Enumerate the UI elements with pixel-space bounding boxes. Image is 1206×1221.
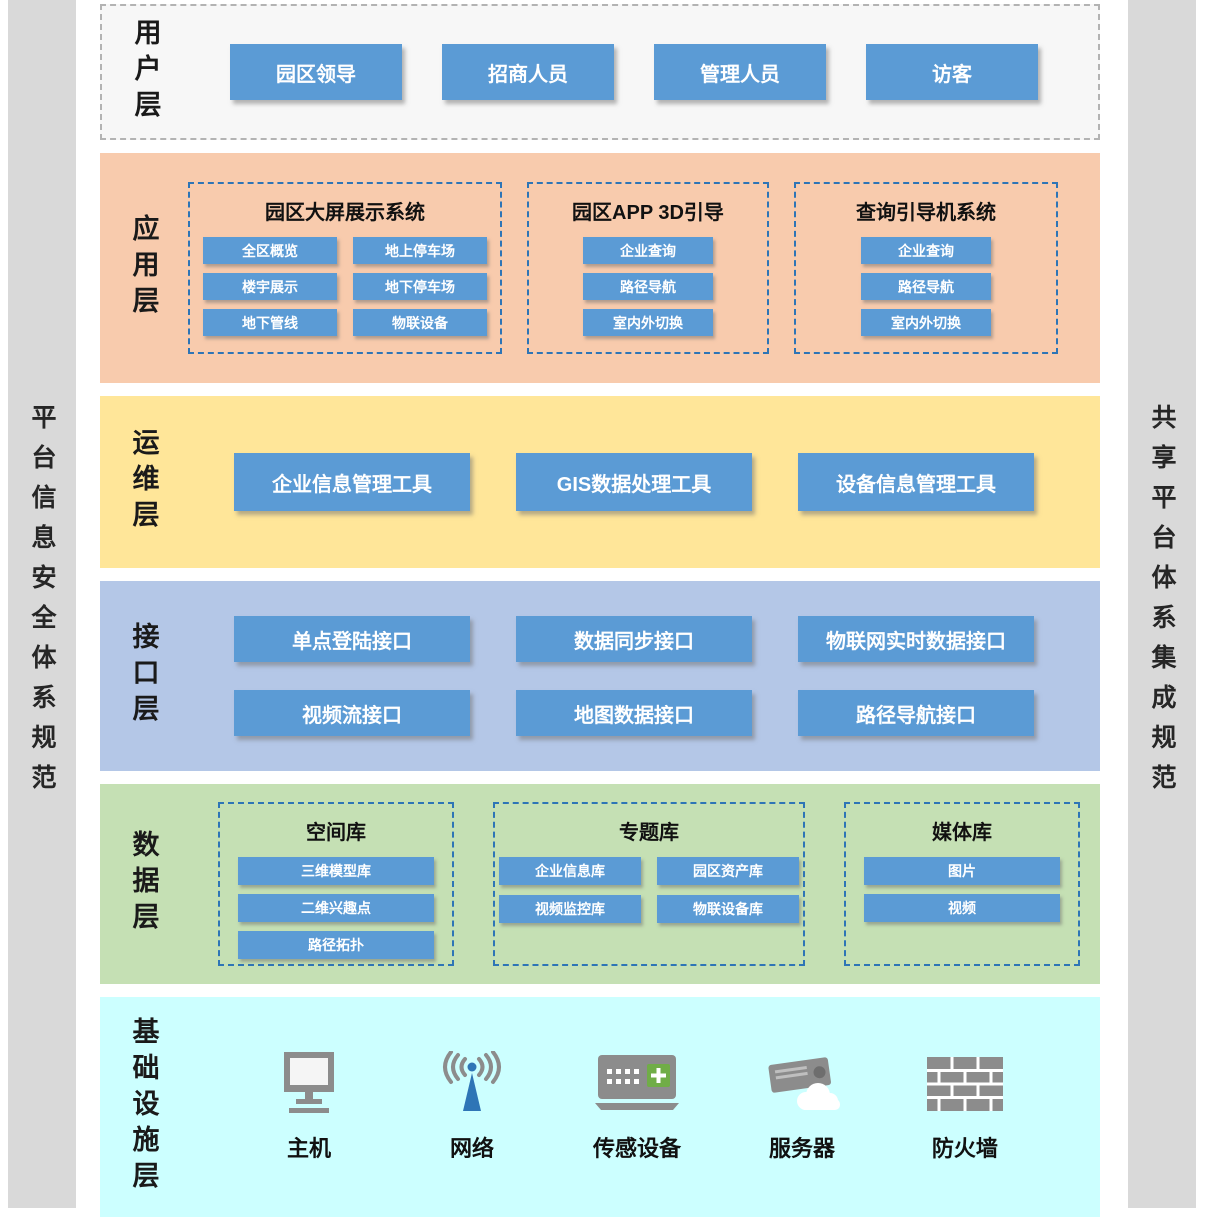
- right-spec-label: 共享平台体系集成规范: [1148, 404, 1176, 804]
- operations-layer-content: 企业信息管理工具 GIS数据处理工具 设备信息管理工具: [188, 396, 1100, 568]
- group-title-big-screen: 园区大屏展示系统: [265, 202, 425, 224]
- infrastructure-layer-label-col: 基础设施层: [100, 997, 188, 1217]
- right-spec-bar: 共享平台体系集成规范: [1128, 0, 1196, 1208]
- infrastructure-layer-content: 主机 网络: [188, 997, 1100, 1217]
- group-title-thematic-db: 专题库: [619, 822, 679, 844]
- application-layer-label: 应用层: [128, 214, 159, 322]
- interface-layer-label-col: 接口层: [100, 581, 188, 771]
- big-screen-feature-grid: 全区概览 地上停车场 楼宇展示 地下停车场 地下管线 物联设备: [200, 237, 490, 336]
- node-route-nav-api: 路径导航接口: [798, 690, 1034, 736]
- node-device-info-tool: 设备信息管理工具: [798, 453, 1034, 511]
- diagram-layer-stack: 用户层 园区领导 招商人员 管理人员 访客 应用层 园区大屏展示系统 全区概览 …: [100, 4, 1100, 1217]
- query-kiosk-feature-list: 企业查询 路径导航 室内外切换: [806, 237, 1046, 336]
- group-title-query-kiosk: 查询引导机系统: [856, 202, 996, 224]
- park-app-feature-list: 企业查询 路径导航 室内外切换: [539, 237, 757, 336]
- node-indoor-outdoor-switch-kiosk: 室内外切换: [861, 309, 991, 336]
- group-query-kiosk-system: 查询引导机系统 企业查询 路径导航 室内外切换: [794, 182, 1058, 354]
- node-enterprise-info-tool: 企业信息管理工具: [234, 453, 470, 511]
- left-spec-bar: 平台信息安全体系规范: [8, 0, 76, 1208]
- infra-host: 主机: [267, 1051, 351, 1163]
- node-area-overview: 全区概览: [203, 237, 337, 264]
- node-enterprise-info-db: 企业信息库: [499, 857, 641, 885]
- operations-layer-label-col: 运维层: [100, 396, 188, 568]
- spatial-db-list: 三维模型库 二维兴趣点 路径拓扑: [230, 857, 442, 959]
- infra-firewall: 防火墙: [923, 1051, 1007, 1163]
- node-sso-api: 单点登陆接口: [234, 616, 470, 662]
- application-layer-label-col: 应用层: [100, 153, 188, 383]
- node-indoor-outdoor-switch-app: 室内外切换: [583, 309, 713, 336]
- group-big-screen-display-system: 园区大屏展示系统 全区概览 地上停车场 楼宇展示 地下停车场 地下管线 物联设备: [188, 182, 502, 354]
- node-route-navigation-app: 路径导航: [583, 273, 713, 300]
- infra-server: 服务器: [760, 1051, 844, 1163]
- group-title-park-app: 园区APP 3D引导: [572, 202, 724, 224]
- node-2d-poi-db: 二维兴趣点: [238, 894, 434, 922]
- infra-sensor-label: 传感设备: [592, 1136, 681, 1161]
- interface-row-2: 视频流接口 地图数据接口 路径导航接口: [188, 690, 1100, 736]
- node-gis-data-tool: GIS数据处理工具: [516, 453, 752, 511]
- interface-layer: 接口层 单点登陆接口 数据同步接口 物联网实时数据接口 视频流接口 地图数据接口…: [100, 581, 1100, 771]
- sensor-icon: [594, 1055, 679, 1110]
- interface-row-1: 单点登陆接口 数据同步接口 物联网实时数据接口: [188, 616, 1100, 662]
- user-layer-label-col: 用户层: [102, 6, 190, 138]
- application-layer-content: 园区大屏展示系统 全区概览 地上停车场 楼宇展示 地下停车场 地下管线 物联设备…: [188, 153, 1100, 383]
- firewall-icon: [926, 1057, 1003, 1111]
- node-iot-device-db: 物联设备库: [657, 895, 799, 923]
- node-enterprise-query-app: 企业查询: [583, 237, 713, 264]
- node-park-asset-db: 园区资产库: [657, 857, 799, 885]
- node-underground-parking: 地下停车场: [353, 273, 487, 300]
- node-image-db: 图片: [864, 857, 1060, 885]
- infrastructure-layer: 基础设施层 主机: [100, 997, 1100, 1217]
- node-route-topology-db: 路径拓扑: [238, 931, 434, 959]
- node-data-sync-api: 数据同步接口: [516, 616, 752, 662]
- media-db-list: 图片 视频: [856, 857, 1068, 922]
- node-route-navigation-kiosk: 路径导航: [861, 273, 991, 300]
- data-layer: 数据层 空间库 三维模型库 二维兴趣点 路径拓扑 专题库 企业信息库 园区资产库: [100, 784, 1100, 984]
- node-visitor: 访客: [866, 44, 1038, 100]
- node-management-staff: 管理人员: [654, 44, 826, 100]
- node-3d-model-db: 三维模型库: [238, 857, 434, 885]
- user-layer-content: 园区领导 招商人员 管理人员 访客: [190, 6, 1098, 138]
- node-map-data-api: 地图数据接口: [516, 690, 752, 736]
- operations-layer: 运维层 企业信息管理工具 GIS数据处理工具 设备信息管理工具: [100, 396, 1100, 568]
- infra-sensor: 传感设备: [593, 1051, 681, 1163]
- infra-network-label: 网络: [449, 1136, 494, 1161]
- infra-firewall-label: 防火墙: [931, 1136, 998, 1161]
- group-title-media-db: 媒体库: [932, 822, 992, 844]
- node-underground-pipeline: 地下管线: [203, 309, 337, 336]
- node-iot-devices: 物联设备: [353, 309, 487, 336]
- node-iot-realtime-api: 物联网实时数据接口: [798, 616, 1034, 662]
- network-icon: [442, 1051, 501, 1111]
- infra-network: 网络: [430, 1051, 514, 1163]
- data-layer-label-col: 数据层: [100, 784, 188, 984]
- interface-layer-label: 接口层: [128, 622, 159, 730]
- interface-layer-content: 单点登陆接口 数据同步接口 物联网实时数据接口 视频流接口 地图数据接口 路径导…: [188, 581, 1100, 771]
- data-layer-label: 数据层: [128, 830, 159, 938]
- infrastructure-layer-label: 基础设施层: [128, 1017, 159, 1197]
- group-thematic-db: 专题库 企业信息库 园区资产库 视频监控库 物联设备库: [493, 802, 805, 966]
- infra-host-label: 主机: [286, 1136, 331, 1161]
- group-spatial-db: 空间库 三维模型库 二维兴趣点 路径拓扑: [218, 802, 454, 966]
- operations-layer-label: 运维层: [128, 428, 159, 536]
- user-layer-label: 用户层: [130, 18, 161, 126]
- node-ground-parking: 地上停车场: [353, 237, 487, 264]
- node-investment-staff: 招商人员: [442, 44, 614, 100]
- node-video-db: 视频: [864, 894, 1060, 922]
- user-layer: 用户层 园区领导 招商人员 管理人员 访客: [100, 4, 1100, 140]
- node-video-stream-api: 视频流接口: [234, 690, 470, 736]
- node-building-display: 楼宇展示: [203, 273, 337, 300]
- server-icon: [768, 1057, 840, 1110]
- data-layer-content: 空间库 三维模型库 二维兴趣点 路径拓扑 专题库 企业信息库 园区资产库 视频监…: [188, 784, 1100, 984]
- node-enterprise-query-kiosk: 企业查询: [861, 237, 991, 264]
- group-title-spatial-db: 空间库: [306, 822, 366, 844]
- group-park-app-3d-guide: 园区APP 3D引导 企业查询 路径导航 室内外切换: [527, 182, 769, 354]
- application-layer: 应用层 园区大屏展示系统 全区概览 地上停车场 楼宇展示 地下停车场 地下管线 …: [100, 153, 1100, 383]
- node-video-monitor-db: 视频监控库: [499, 895, 641, 923]
- thematic-db-grid: 企业信息库 园区资产库 视频监控库 物联设备库: [499, 857, 799, 923]
- infra-server-label: 服务器: [768, 1136, 835, 1161]
- host-icon: [283, 1052, 334, 1113]
- left-spec-label: 平台信息安全体系规范: [28, 404, 56, 804]
- group-media-db: 媒体库 图片 视频: [844, 802, 1080, 966]
- node-park-leader: 园区领导: [230, 44, 402, 100]
